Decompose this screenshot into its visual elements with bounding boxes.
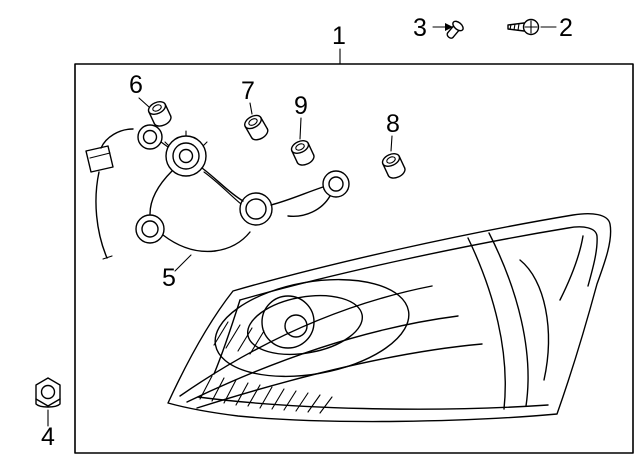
callout-3: 3 [413, 14, 427, 42]
socket-e [239, 192, 273, 226]
lens-hatching [199, 321, 333, 414]
socket-b-tabs [164, 130, 208, 147]
socket-e-inner [245, 198, 267, 220]
bulb-socket-icon-6 [147, 101, 172, 127]
lamp-divider-curve-1 [467, 237, 506, 410]
wiring-harness-drawing [85, 124, 350, 260]
harness-wire-d-down [287, 195, 331, 217]
harness-wire-b-c [149, 170, 173, 215]
leader-6 [138, 97, 150, 108]
harness-wire-end [102, 255, 113, 260]
reflector-circle-outer [261, 295, 315, 349]
callout-5: 5 [162, 264, 176, 292]
backup-lamp-curve [519, 259, 550, 381]
socket-a-inner [142, 129, 158, 145]
leader-9 [299, 117, 302, 140]
socket-b-inner [178, 148, 194, 164]
arrow-head-3 [445, 23, 453, 31]
rivet-icon-3 [446, 20, 464, 39]
bulb-icon-7 [244, 114, 269, 141]
callout-6: 6 [129, 71, 143, 99]
bulb-icon-8 [381, 153, 406, 179]
socket-a-bridge [160, 141, 169, 148]
socket-b [165, 135, 207, 177]
bulb-icon-9 [290, 140, 315, 166]
lamp-inner-top-contour [239, 226, 598, 301]
harness-connector [85, 145, 114, 173]
callout-7: 7 [241, 77, 255, 105]
harness-wire-b-e [201, 167, 244, 202]
lamp-divider-curve-2 [488, 232, 529, 407]
socket-d-inner [328, 176, 344, 192]
harness-wire-e-d [270, 186, 324, 206]
harness-wire-left [95, 171, 108, 259]
leader-lines [47, 26, 557, 427]
harness-wire-lower-2 [214, 231, 251, 252]
reflector-circle-inner [284, 314, 308, 338]
harness-wire-b-e-2 [203, 171, 242, 205]
socket-c [135, 214, 165, 244]
lamp-inner-left-edge [213, 299, 241, 375]
callout-1: 1 [332, 22, 346, 50]
leader-8 [390, 135, 393, 152]
callout-labels: 1 2 3 4 5 6 7 8 9 [41, 14, 573, 451]
callout-8: 8 [386, 110, 400, 138]
tail-lamp-assembly-drawing [167, 213, 612, 423]
reflector-ellipse-outer [214, 278, 410, 378]
harness-connector-detail [89, 152, 111, 159]
diagram-frame [74, 63, 634, 454]
lamp-outer-outline [167, 213, 612, 423]
callout-9: 9 [294, 92, 308, 120]
lamp-inner-bottom-contour [197, 396, 549, 410]
callout-2: 2 [559, 14, 573, 42]
socket-d [322, 170, 350, 198]
socket-c-inner [141, 220, 159, 238]
corner-contour [559, 235, 584, 301]
callout-4: 4 [41, 423, 55, 451]
socket-a [137, 124, 163, 150]
screw-icon-2 [507, 18, 540, 36]
lens-swoosh-2 [186, 315, 459, 403]
leader-5 [174, 254, 192, 272]
socket-b-mid [172, 142, 200, 170]
leader-7 [249, 102, 253, 115]
harness-wire-lower [162, 234, 216, 253]
harness-wire-up [100, 128, 134, 149]
nut-icon-4 [35, 377, 61, 408]
